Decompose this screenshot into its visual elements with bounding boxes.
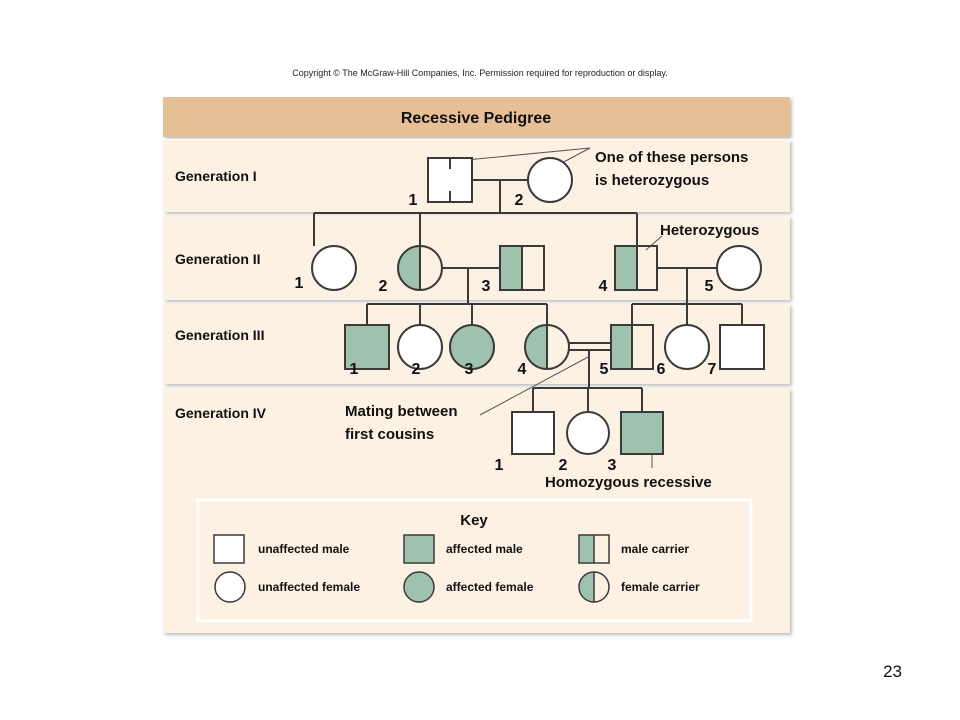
mating-note-line1: Mating between — [345, 403, 458, 420]
gen2-number-2: 2 — [379, 278, 388, 295]
gen1-individual-1-male-carrier — [427, 157, 473, 203]
heterozygous-note-line2: is heterozygous — [595, 172, 709, 189]
pedigree-title: Recessive Pedigree — [401, 110, 551, 127]
key-unaffected-male-symbol — [213, 534, 245, 564]
key-affected-female-label: affected female — [446, 580, 534, 594]
gen2-individual-5-unaffected-female — [716, 245, 762, 291]
key-affected-male-label: affected male — [446, 542, 523, 556]
key-affected-male-symbol — [403, 534, 435, 564]
gen3-individual-5-male-carrier — [610, 324, 654, 370]
gen4-number-3: 3 — [608, 457, 617, 474]
gen2-number-5: 5 — [705, 278, 714, 295]
gen3-individual-2-unaffected-female — [397, 324, 443, 370]
mating-note-line2: first cousins — [345, 426, 434, 443]
key-male-carrier-label: male carrier — [621, 542, 689, 556]
slide-page-number: 23 — [883, 662, 902, 681]
gen1-individual-2-female — [527, 157, 573, 203]
pedigree-lines — [313, 179, 743, 412]
gen2-number-3: 3 — [482, 278, 491, 295]
annotation-pointers — [465, 147, 663, 468]
gen3-number-1: 1 — [350, 361, 359, 378]
gen2-individual-1-unaffected-female — [311, 245, 357, 291]
key-female-carrier-label: female carrier — [621, 580, 700, 594]
key-unaffected-female-symbol — [214, 571, 246, 603]
gen2-individual-4-male-carrier — [614, 245, 658, 291]
gen2-individual-2-female-carrier — [397, 245, 443, 291]
gen3-individual-3-affected-female — [449, 324, 495, 370]
gen3-number-4: 4 — [518, 361, 527, 378]
key-legend: Key unaffected male affected male male c… — [196, 498, 753, 623]
gen3-number-7: 7 — [708, 361, 717, 378]
gen3-individual-7-unaffected-male — [719, 324, 765, 370]
gen4-individual-2-unaffected-female — [566, 411, 610, 455]
gen4-individual-3-affected-male — [620, 411, 664, 455]
gen2-number-1: 1 — [295, 275, 304, 292]
copyright-notice: Copyright © The McGraw-Hill Companies, I… — [292, 68, 668, 78]
key-title: Key — [460, 512, 488, 529]
generation-ii-label: Generation II — [175, 251, 261, 267]
generation-i-band — [163, 140, 790, 212]
generation-ii-band — [163, 216, 790, 300]
generation-iii-label: Generation III — [175, 327, 264, 343]
gen1-number-1: 1 — [409, 192, 418, 209]
generation-iv-label: Generation IV — [175, 405, 267, 421]
key-affected-female-symbol — [403, 571, 435, 603]
gen3-individual-4-female-carrier — [524, 324, 570, 370]
gen3-number-2: 2 — [412, 361, 421, 378]
key-female-carrier-symbol — [578, 571, 610, 603]
gen1-number-2: 2 — [515, 192, 524, 209]
key-male-carrier-symbol — [578, 534, 610, 564]
gen2-number-4: 4 — [599, 278, 608, 295]
gen4-individual-1-unaffected-male — [511, 411, 555, 455]
gen4-number-2: 2 — [559, 457, 568, 474]
heterozygous-label: Heterozygous — [660, 222, 759, 239]
key-unaffected-female-label: unaffected female — [258, 580, 360, 594]
gen2-individual-3-male-carrier — [499, 245, 545, 291]
gen3-individual-6-unaffected-female — [664, 324, 710, 370]
title-band — [163, 97, 790, 137]
gen3-number-5: 5 — [600, 361, 609, 378]
gen4-number-1: 1 — [495, 457, 504, 474]
key-unaffected-male-label: unaffected male — [258, 542, 350, 556]
homozygous-recessive-label: Homozygous recessive — [545, 474, 712, 491]
generation-i-label: Generation I — [175, 168, 257, 184]
gen3-individual-1-affected-male — [344, 324, 390, 370]
gen3-number-3: 3 — [465, 361, 474, 378]
gen3-number-6: 6 — [657, 361, 666, 378]
heterozygous-note-line1: One of these persons — [595, 149, 748, 166]
